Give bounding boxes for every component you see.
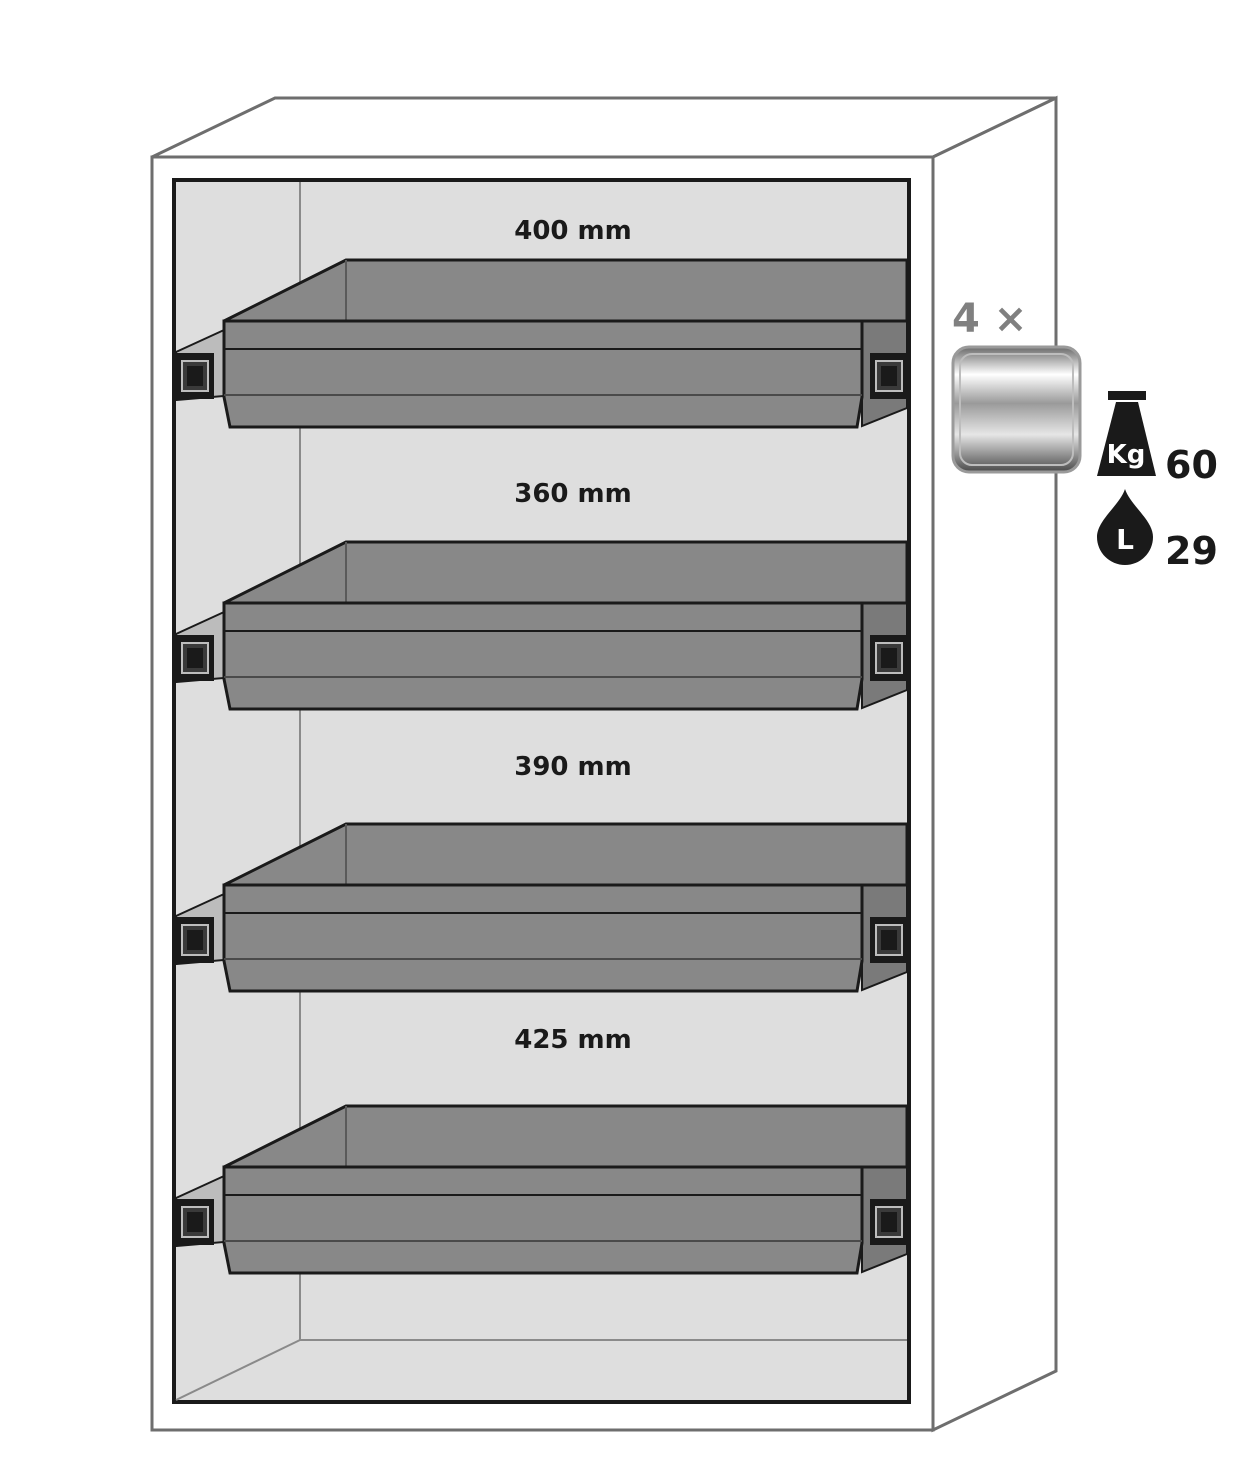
interior-floor-diagonal (175, 1339, 301, 1401)
runner-bracket-icon (870, 635, 908, 681)
drawer-spacing-label: 425 mm (514, 1025, 632, 1055)
runner-bracket-icon (176, 1199, 214, 1245)
drawer-spacing-label: 400 mm (514, 216, 632, 246)
drawer-front-panel (222, 1165, 864, 1275)
runner-bracket-icon (176, 353, 214, 399)
drawer-front-panel (222, 319, 864, 429)
drawer-back-panel (223, 822, 909, 887)
drawer-swatch-icon (951, 345, 1082, 474)
drawer-front-panel (222, 601, 864, 711)
drop-icon-text: L (1116, 523, 1134, 556)
quantity-label: 4 × (952, 296, 1027, 342)
drawer[interactable] (175, 258, 909, 429)
drawer[interactable] (175, 1104, 909, 1275)
drawer-spacing-label: 360 mm (514, 479, 632, 509)
drawer-back-panel (223, 540, 909, 605)
drawer[interactable] (175, 540, 909, 711)
load-value: 60 (1165, 443, 1218, 487)
drawer-back-panel (223, 1104, 909, 1169)
cabinet-top-face (151, 96, 1057, 159)
runner-bracket-icon (870, 353, 908, 399)
drawer-back-panel (223, 258, 909, 323)
spacing-labels: 400 mm 360 mm 390 mm 425 mm (514, 216, 632, 1055)
volume-value: 29 (1165, 529, 1218, 573)
runner-bracket-icon (176, 635, 214, 681)
runner-bracket-icon (870, 917, 908, 963)
drawer[interactable] (175, 822, 909, 993)
weight-icon-text: Kg (1107, 440, 1146, 470)
drawer-front-panel (222, 883, 864, 993)
runner-bracket-icon (176, 917, 214, 963)
weight-icon: Kg (1097, 391, 1156, 476)
liquid-drop-icon: L (1097, 489, 1153, 565)
drawer-spacing-label: 390 mm (514, 752, 632, 782)
specs-panel: 4 × Kg 60 L 29 (951, 296, 1218, 573)
runner-bracket-icon (870, 1199, 908, 1245)
drawer-stack (175, 258, 909, 1275)
